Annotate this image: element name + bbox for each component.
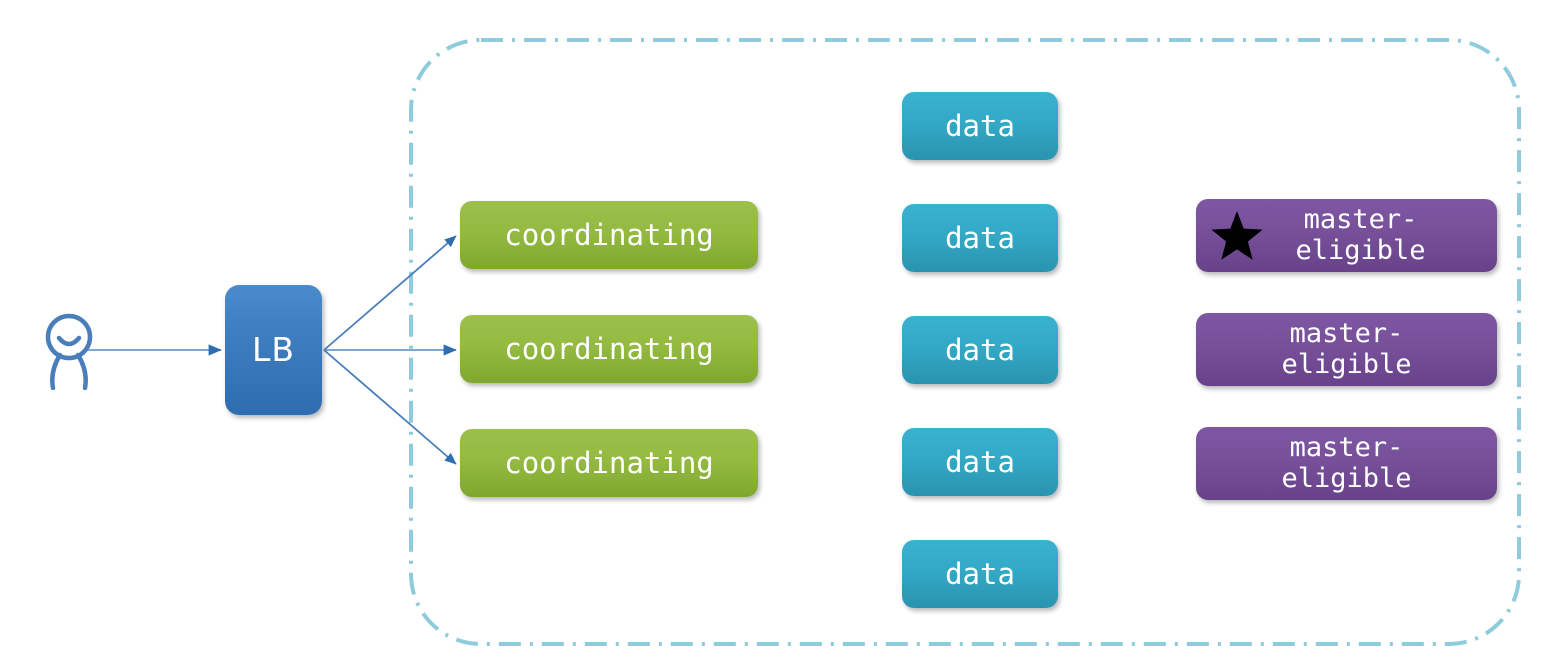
master-eligible-label-line2: eligible [1295,234,1426,266]
connector-lb-to-coordinating-1 [323,235,457,351]
data-node-label: data [945,332,1015,367]
data-node-label: data [945,444,1015,479]
coordinating-node-2[interactable]: coordinating [460,315,758,383]
master-eligible-label-line1: master- [1289,432,1404,464]
data-node-label: data [945,108,1015,143]
load-balancer-node[interactable]: LB [225,285,322,415]
data-node-5[interactable]: data [902,540,1058,608]
coordinating-node-label: coordinating [504,217,714,252]
coordinating-node-3[interactable]: coordinating [460,429,758,497]
data-node-label: data [945,556,1015,591]
master-eligible-label-line2: eligible [1281,462,1412,494]
data-node-4[interactable]: data [902,428,1058,496]
master-eligible-node-3[interactable]: master- eligible [1196,427,1497,500]
data-node-3[interactable]: data [902,316,1058,384]
load-balancer-label: LB [251,329,296,369]
connector-lb-to-coordinating-3 [323,349,457,465]
coordinating-node-label: coordinating [504,331,714,366]
master-eligible-node-2[interactable]: master- eligible [1196,313,1497,386]
data-node-1[interactable]: data [902,92,1058,160]
master-eligible-node-1[interactable]: master- eligible [1196,199,1497,272]
star-icon [1211,210,1263,260]
coordinating-node-label: coordinating [504,445,714,480]
master-eligible-label: master- eligible [1281,432,1412,494]
data-node-label: data [945,220,1015,255]
master-eligible-label: master- eligible [1295,204,1426,266]
master-eligible-label: master- eligible [1281,318,1412,380]
master-eligible-label-line2: eligible [1281,348,1412,380]
data-node-2[interactable]: data [902,204,1058,272]
user-icon [45,313,93,390]
master-eligible-label-line1: master- [1289,318,1404,350]
coordinating-node-1[interactable]: coordinating [460,201,758,269]
master-eligible-label-line1: master- [1303,204,1418,236]
